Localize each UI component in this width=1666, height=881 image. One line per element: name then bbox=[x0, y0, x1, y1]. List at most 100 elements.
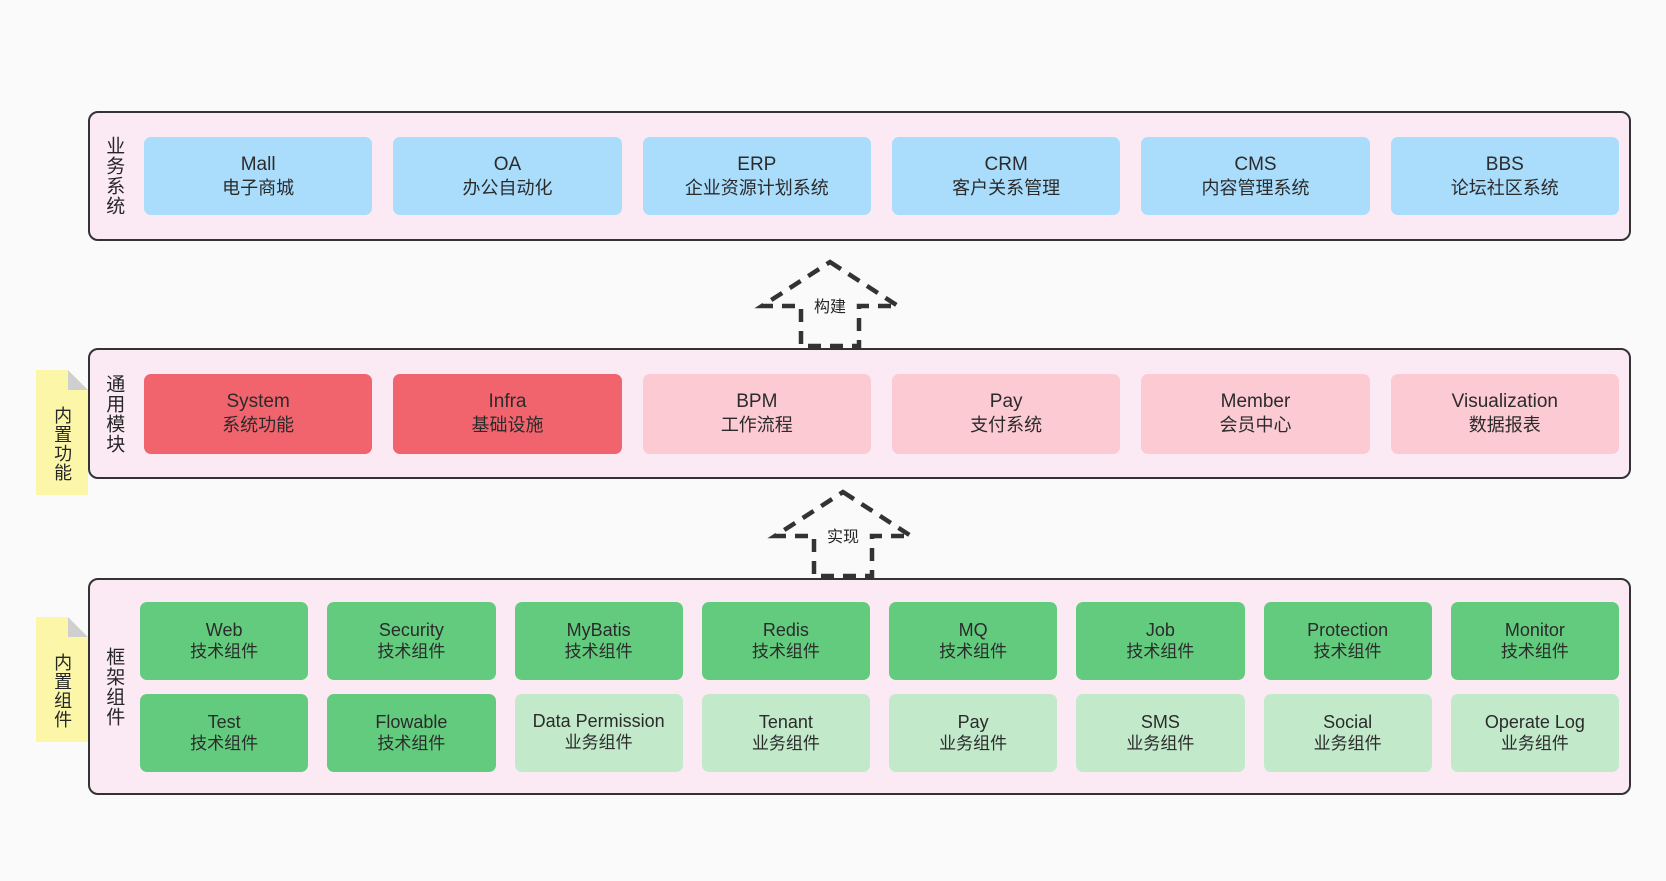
node-flowable-en: Flowable bbox=[375, 711, 448, 732]
node-flowable-cn: 技术组件 bbox=[377, 734, 446, 754]
node-infra-cn: 基础设施 bbox=[471, 415, 544, 436]
node-crm-en: CRM bbox=[984, 153, 1028, 175]
node-data-permission[interactable]: Data Permission 业务组件 bbox=[514, 693, 683, 772]
node-member[interactable]: Member 会员中心 bbox=[1141, 373, 1370, 454]
node-mq[interactable]: MQ 技术组件 bbox=[889, 601, 1058, 680]
builtin-feature-note: 内置功能 bbox=[36, 370, 88, 495]
layer-title-framework-component: 框架组件 bbox=[103, 646, 125, 727]
node-mq-en: MQ bbox=[958, 619, 988, 640]
node-oa[interactable]: OA 办公自动化 bbox=[393, 137, 622, 215]
layer-title-common-module: 通用模块 bbox=[103, 373, 125, 454]
node-pay-component-cn: 业务组件 bbox=[939, 734, 1008, 754]
node-mybatis-en: MyBatis bbox=[566, 619, 631, 640]
node-social-en: Social bbox=[1323, 711, 1373, 732]
node-cms[interactable]: CMS 内容管理系统 bbox=[1141, 137, 1370, 215]
node-pay-component[interactable]: Pay 业务组件 bbox=[889, 693, 1058, 772]
node-pay-module-cn: 支付系统 bbox=[970, 415, 1043, 436]
node-mall[interactable]: Mall 电子商城 bbox=[144, 137, 373, 215]
node-crm[interactable]: CRM 客户关系管理 bbox=[891, 137, 1121, 215]
layer-body-framework-component: Web 技术组件 Security 技术组件 MyBatis 技术组件 Redi… bbox=[136, 580, 1629, 793]
node-monitor-en: Monitor bbox=[1504, 619, 1565, 640]
node-security[interactable]: Security 技术组件 bbox=[327, 601, 496, 680]
node-test-cn: 技术组件 bbox=[190, 734, 259, 754]
node-operate-log[interactable]: Operate Log 业务组件 bbox=[1450, 693, 1619, 772]
layer-body-business-system: Mall 电子商城 OA 办公自动化 ERP 企业资源计划系统 CRM 客户关系… bbox=[136, 113, 1629, 239]
node-visualization-en: Visualization bbox=[1451, 391, 1558, 413]
node-redis-en: Redis bbox=[762, 619, 809, 640]
node-system-cn: 系统功能 bbox=[222, 415, 295, 436]
node-member-en: Member bbox=[1220, 391, 1291, 413]
node-operate-log-cn: 业务组件 bbox=[1500, 734, 1569, 754]
node-sms-cn: 业务组件 bbox=[1126, 734, 1195, 754]
node-oa-en: OA bbox=[493, 153, 522, 175]
node-social[interactable]: Social 业务组件 bbox=[1263, 693, 1432, 772]
node-test-en: Test bbox=[207, 711, 241, 732]
node-monitor[interactable]: Monitor 技术组件 bbox=[1450, 601, 1619, 680]
node-test[interactable]: Test 技术组件 bbox=[140, 693, 309, 772]
node-bpm-en: BPM bbox=[736, 391, 778, 413]
node-system[interactable]: System 系统功能 bbox=[144, 373, 373, 454]
node-system-en: System bbox=[226, 391, 290, 413]
node-tenant-cn: 业务组件 bbox=[751, 734, 820, 754]
node-data-permission-en: Data Permission bbox=[532, 710, 665, 731]
node-mybatis-cn: 技术组件 bbox=[564, 642, 633, 662]
node-redis-cn: 技术组件 bbox=[751, 642, 820, 662]
node-redis[interactable]: Redis 技术组件 bbox=[701, 601, 870, 680]
node-mall-cn: 电子商城 bbox=[222, 177, 295, 198]
node-pay-component-en: Pay bbox=[957, 711, 989, 732]
node-mq-cn: 技术组件 bbox=[939, 642, 1008, 662]
node-bbs-cn: 论坛社区系统 bbox=[1450, 177, 1559, 198]
build-arrow: 构建 bbox=[754, 258, 906, 349]
node-cms-en: CMS bbox=[1234, 153, 1277, 175]
node-crm-cn: 客户关系管理 bbox=[952, 177, 1061, 198]
builtin-component-note: 内置组件 bbox=[36, 617, 88, 742]
node-security-cn: 技术组件 bbox=[377, 642, 446, 662]
node-erp-cn: 企业资源计划系统 bbox=[684, 177, 829, 198]
node-pay-module-en: Pay bbox=[989, 391, 1023, 413]
layer-body-common-module: System 系统功能 Infra 基础设施 BPM 工作流程 Pay 支付系统… bbox=[136, 350, 1629, 477]
node-infra[interactable]: Infra 基础设施 bbox=[393, 373, 622, 454]
node-visualization[interactable]: Visualization 数据报表 bbox=[1390, 373, 1619, 454]
node-web[interactable]: Web 技术组件 bbox=[140, 601, 309, 680]
node-sms-en: SMS bbox=[1140, 711, 1180, 732]
node-tenant[interactable]: Tenant 业务组件 bbox=[701, 693, 870, 772]
component-row-business: Test 技术组件 Flowable 技术组件 Data Permission … bbox=[140, 693, 1619, 772]
layer-common-module: 通用模块 System 系统功能 Infra 基础设施 BPM 工作流程 Pay… bbox=[88, 348, 1631, 479]
node-protection-en: Protection bbox=[1307, 619, 1389, 640]
node-web-en: Web bbox=[205, 619, 243, 640]
node-flowable[interactable]: Flowable 技术组件 bbox=[327, 693, 496, 772]
node-protection-cn: 技术组件 bbox=[1313, 642, 1382, 662]
node-bpm[interactable]: BPM 工作流程 bbox=[642, 373, 871, 454]
note-fold-corner-icon bbox=[68, 370, 88, 390]
implement-arrow: 实现 bbox=[767, 488, 919, 579]
node-mybatis[interactable]: MyBatis 技术组件 bbox=[514, 601, 683, 680]
node-data-permission-cn: 业务组件 bbox=[564, 732, 633, 752]
node-bbs[interactable]: BBS 论坛社区系统 bbox=[1390, 137, 1619, 215]
node-protection[interactable]: Protection 技术组件 bbox=[1263, 601, 1432, 680]
node-job-cn: 技术组件 bbox=[1126, 642, 1195, 662]
node-infra-en: Infra bbox=[488, 391, 527, 413]
layer-title-business-system: 业务系统 bbox=[103, 136, 125, 216]
node-oa-cn: 办公自动化 bbox=[462, 177, 553, 198]
builtin-component-note-text: 内置组件 bbox=[52, 652, 73, 729]
node-operate-log-en: Operate Log bbox=[1484, 711, 1585, 732]
node-pay-module[interactable]: Pay 支付系统 bbox=[891, 373, 1121, 454]
node-mall-en: Mall bbox=[240, 153, 276, 175]
node-visualization-cn: 数据报表 bbox=[1468, 415, 1541, 436]
component-row-tech: Web 技术组件 Security 技术组件 MyBatis 技术组件 Redi… bbox=[140, 601, 1619, 680]
node-erp[interactable]: ERP 企业资源计划系统 bbox=[642, 137, 871, 215]
layer-framework-component: 框架组件 Web 技术组件 Security 技术组件 MyBatis 技术组件… bbox=[88, 578, 1631, 795]
node-bpm-cn: 工作流程 bbox=[720, 415, 793, 436]
node-cms-cn: 内容管理系统 bbox=[1201, 177, 1310, 198]
node-security-en: Security bbox=[378, 619, 444, 640]
node-sms[interactable]: SMS 业务组件 bbox=[1076, 693, 1245, 772]
node-monitor-cn: 技术组件 bbox=[1500, 642, 1569, 662]
node-member-cn: 会员中心 bbox=[1219, 415, 1292, 436]
node-tenant-en: Tenant bbox=[758, 711, 813, 732]
note-fold-corner-icon bbox=[68, 617, 88, 637]
node-job-en: Job bbox=[1145, 619, 1175, 640]
node-job[interactable]: Job 技术组件 bbox=[1076, 601, 1245, 680]
layer-business-system: 业务系统 Mall 电子商城 OA 办公自动化 ERP 企业资源计划系统 CRM… bbox=[88, 111, 1631, 241]
node-erp-en: ERP bbox=[737, 153, 777, 175]
